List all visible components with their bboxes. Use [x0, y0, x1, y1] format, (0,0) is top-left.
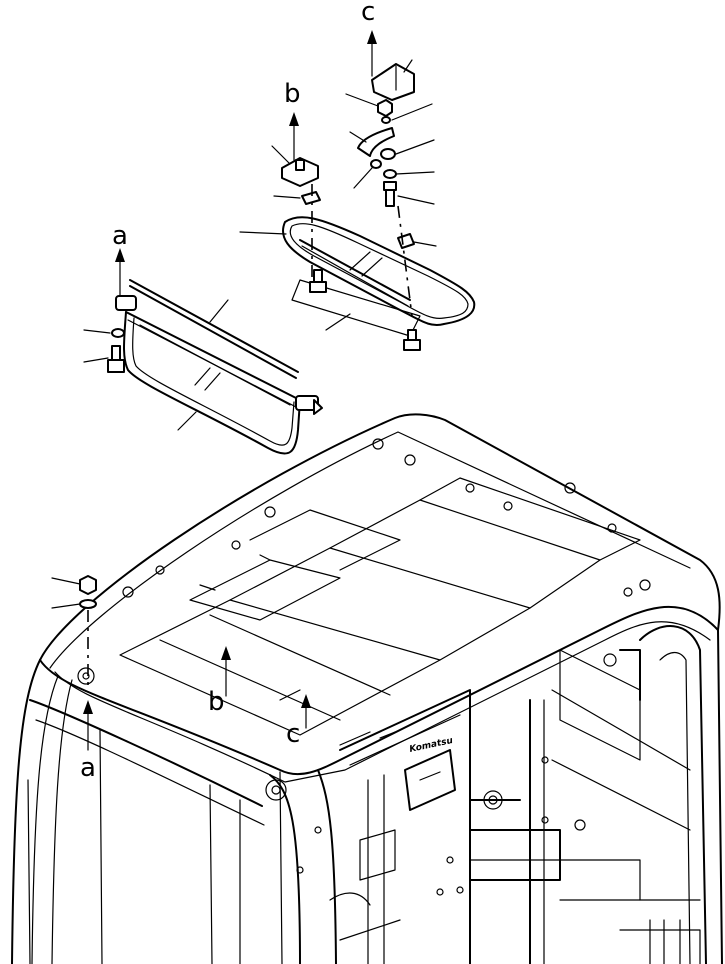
label-b-top: b — [284, 79, 301, 109]
label-a-bottom: a — [80, 753, 96, 783]
cab-body: Komatsu — [11, 413, 723, 964]
label-c-top: c — [361, 0, 375, 27]
sun-visor-assembly: a — [83, 221, 323, 455]
lower-hardware: a b c — [51, 575, 311, 783]
label-b-bottom: b — [208, 687, 225, 717]
label-a-top: a — [112, 221, 128, 251]
upper-window-assembly: b c — [239, 0, 476, 351]
label-c-bottom: c — [286, 719, 300, 749]
